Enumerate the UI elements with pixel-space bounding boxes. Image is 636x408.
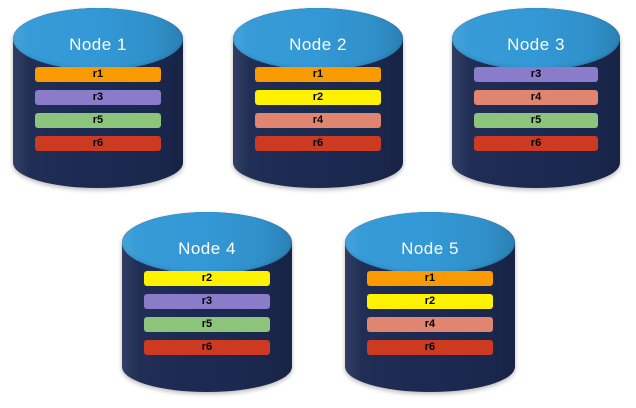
replica-bar[interactable]: r5 xyxy=(35,113,161,128)
replica-bar[interactable]: r1 xyxy=(35,67,161,82)
node-2-cylinder-top xyxy=(233,8,403,70)
node-2-label: Node 2 xyxy=(289,35,347,54)
node-4-label: Node 4 xyxy=(178,239,236,258)
replica-bar[interactable]: r6 xyxy=(144,340,270,355)
node-5-replica-list: r1 r2 r4 r6 xyxy=(345,271,515,355)
node-1-replica-list: r1 r3 r5 r6 xyxy=(13,67,183,151)
replica-bar[interactable]: r1 xyxy=(367,271,493,286)
replica-bar[interactable]: r1 xyxy=(255,67,381,82)
replica-bar[interactable]: r4 xyxy=(473,90,599,105)
node-1[interactable]: Node 1 r1 r3 r5 r6 xyxy=(13,8,183,188)
replica-bar[interactable]: r3 xyxy=(473,67,599,82)
node-4[interactable]: Node 4 r2 r3 r5 r6 xyxy=(122,212,292,392)
node-4-replica-list: r2 r3 r5 r6 xyxy=(122,271,292,355)
replica-bar[interactable]: r3 xyxy=(144,294,270,309)
node-1-cylinder-top xyxy=(13,8,183,70)
replica-bar[interactable]: r2 xyxy=(367,294,493,309)
node-3[interactable]: Node 3 r3 r4 r5 r6 xyxy=(452,8,620,188)
node-3-replica-list: r3 r4 r5 r6 xyxy=(452,67,620,151)
replica-bar[interactable]: r2 xyxy=(144,271,270,286)
replica-bar[interactable]: r3 xyxy=(35,90,161,105)
node-2[interactable]: Node 2 r1 r2 r4 r6 xyxy=(233,8,403,188)
replica-bar[interactable]: r6 xyxy=(367,340,493,355)
replica-bar[interactable]: r5 xyxy=(144,317,270,332)
node-5-label: Node 5 xyxy=(401,239,459,258)
node-5-cylinder-top xyxy=(345,212,515,274)
node-3-label: Node 3 xyxy=(507,35,565,54)
replica-bar[interactable]: r6 xyxy=(35,136,161,151)
node-5[interactable]: Node 5 r1 r2 r4 r6 xyxy=(345,212,515,392)
replica-bar[interactable]: r4 xyxy=(367,317,493,332)
replica-bar[interactable]: r4 xyxy=(255,113,381,128)
node-1-label: Node 1 xyxy=(69,35,127,54)
node-2-replica-list: r1 r2 r4 r6 xyxy=(233,67,403,151)
replica-bar[interactable]: r5 xyxy=(473,113,599,128)
replica-bar[interactable]: r2 xyxy=(255,90,381,105)
replica-bar[interactable]: r6 xyxy=(255,136,381,151)
replica-bar[interactable]: r6 xyxy=(473,136,599,151)
node-3-cylinder-top xyxy=(452,8,620,70)
node-4-cylinder-top xyxy=(122,212,292,274)
